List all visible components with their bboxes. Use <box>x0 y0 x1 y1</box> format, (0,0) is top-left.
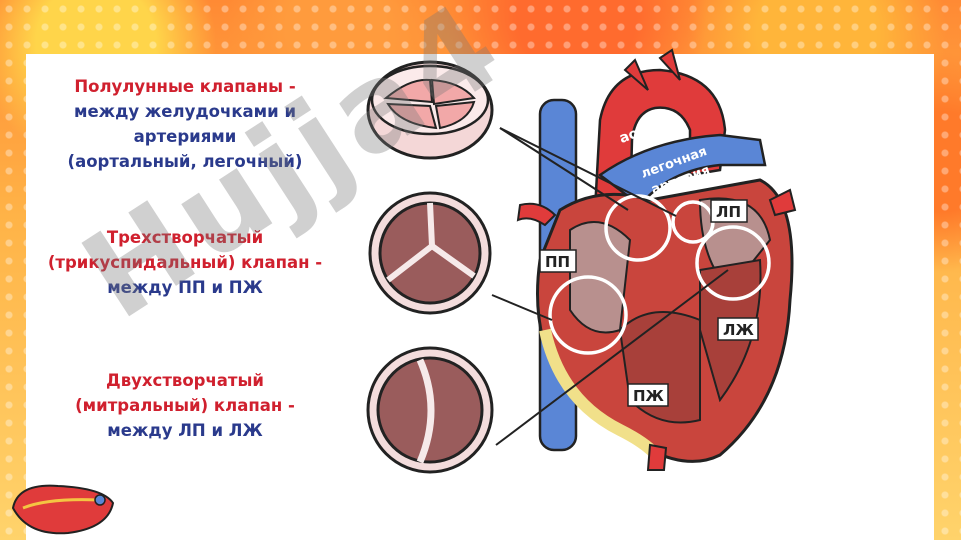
caption-tricuspid-line3: между ПП и ПЖ <box>107 278 263 297</box>
caption-tricuspid: Трехстворчатый (трикуспидальный) клапан … <box>30 225 340 300</box>
caption-mitral-title: Двухстворчатый <box>106 371 264 390</box>
caption-mitral: Двухстворчатый (митральный) клапан - меж… <box>30 368 340 443</box>
label-lp: ЛП <box>716 203 741 221</box>
semilunar-valve-drawing <box>366 60 494 160</box>
label-lzh: ЛЖ <box>723 321 754 339</box>
caption-mitral-line3: между ЛП и ЛЖ <box>107 421 263 440</box>
label-pp-box <box>539 249 577 273</box>
label-lp-box <box>710 199 748 223</box>
label-pzh-box <box>627 383 669 407</box>
label-pp: ПП <box>545 253 570 271</box>
caption-mitral-line2: (митральный) клапан - <box>75 396 295 415</box>
label-pzh: ПЖ <box>633 387 665 405</box>
caption-tricuspid-title: Трехстворчатый <box>106 228 264 247</box>
tricuspid-valve-drawing <box>368 191 492 315</box>
heart-thumbnail-icon <box>11 484 115 535</box>
pointer-lines <box>491 127 729 446</box>
caption-semilunar-line3: артериями <box>133 127 237 146</box>
caption-semilunar-line2: между желудочками и <box>73 102 297 121</box>
caption-semilunar-title: Полулунные клапаны - <box>74 77 296 96</box>
mitral-valve-drawing <box>366 346 494 474</box>
caption-semilunar-line4: (аортальный, легочный) <box>67 152 303 171</box>
caption-semilunar: Полулунные клапаны - между желудочками и… <box>30 74 340 174</box>
label-lzh-box <box>717 317 759 341</box>
caption-tricuspid-line2: (трикуспидальный) клапан - <box>47 253 323 272</box>
